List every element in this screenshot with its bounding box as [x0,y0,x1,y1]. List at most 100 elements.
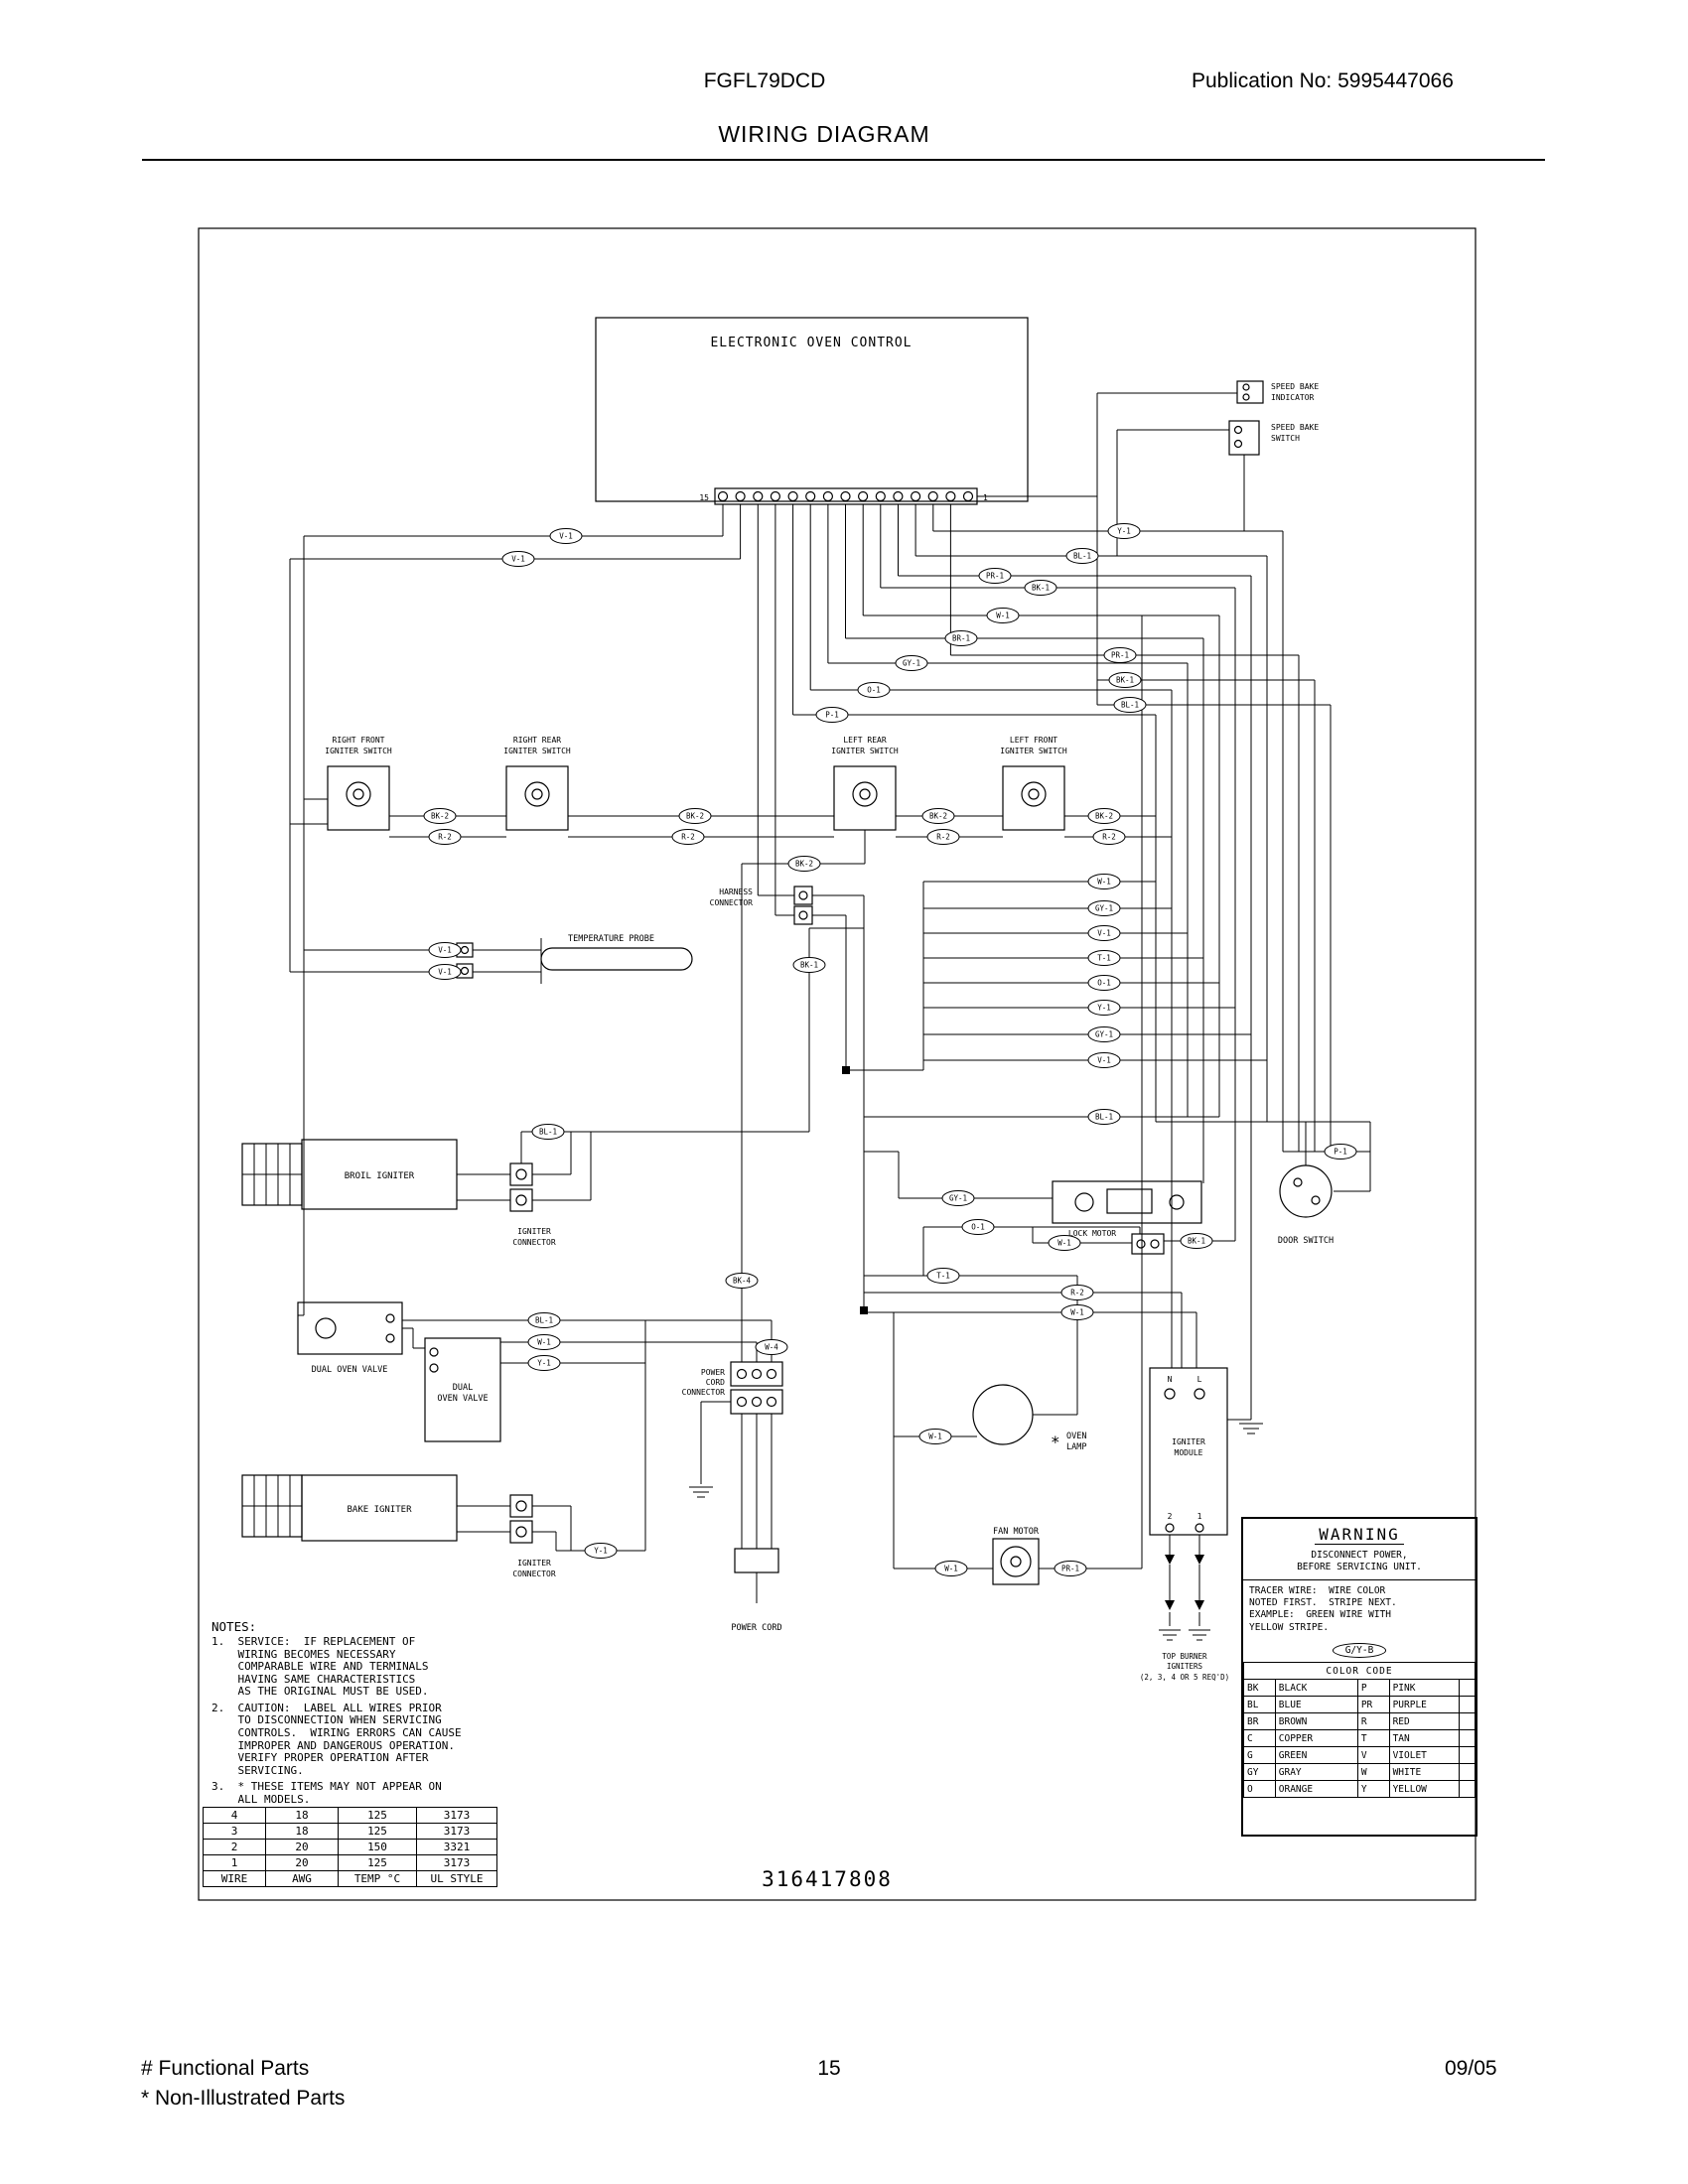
svg-text:DUAL OVEN VALVE: DUAL OVEN VALVE [312,1365,388,1375]
color-code-cell: PURPLE [1388,1696,1460,1714]
wire-label-text: BK-1 [1116,676,1134,685]
speed-bake-switch: SPEED BAKE SWITCH [1228,420,1319,456]
header-rule [142,159,1545,161]
publication-number: Publication No: 5995447066 [1192,69,1454,92]
wire-label-text: T-1 [1097,954,1111,963]
color-code-cell [1458,1763,1477,1782]
color-code-cell: BLACK [1274,1679,1358,1698]
color-code-cell: RED [1388,1712,1460,1731]
wire-junction [842,1066,850,1074]
wire-label-oval [1087,808,1121,824]
svg-text:CONNECTOR: CONNECTOR [710,898,754,907]
warning-box: WARNING DISCONNECT POWER, BEFORE SERVICI… [1241,1517,1477,1837]
wire-label-oval [1087,975,1121,991]
color-code-cell: W [1356,1763,1390,1782]
wire-label-oval [1087,900,1121,916]
footer-non-illustrated-parts: * Non-Illustrated Parts [141,2087,346,2110]
terminal-circle [805,490,816,502]
color-code-cell [1458,1679,1477,1698]
speed-bake-indicator: SPEED BAKE INDICATOR [1236,380,1319,404]
wire-label-text: BK-2 [686,812,704,821]
fan-motor: FAN MOTOR [992,1527,1040,1585]
wire-label-text: GY-1 [1095,1030,1113,1039]
wire-label-oval [1060,1304,1094,1320]
footer-date: 09/05 [1445,2057,1497,2080]
wire-table-cell: 1 [203,1854,266,1871]
svg-text:L: L [1197,1375,1202,1384]
wire-label-oval [1108,672,1142,688]
diagram-border [198,227,1477,1901]
wire-label-oval [1103,647,1137,663]
wire-label-oval [584,1543,618,1559]
wire-label-text: BK-1 [800,961,818,970]
svg-text:(2, 3, 4 OR 5 REQ'D): (2, 3, 4 OR 5 REQ'D) [1140,1673,1229,1682]
color-code-cell: Y [1356,1780,1390,1799]
wire-label-text: Y-1 [1117,527,1131,536]
page-number: 15 [817,2057,841,2080]
wire-label-oval [1087,1109,1121,1125]
wire-table-cell: 4 [203,1807,266,1824]
terminal-circle [875,490,886,502]
wire-label-text: W-1 [928,1433,942,1441]
warning-subtitle: DISCONNECT POWER, BEFORE SERVICING UNIT. [1297,1550,1422,1572]
svg-text:MODULE: MODULE [1175,1448,1203,1457]
color-code-cell: T [1356,1729,1390,1748]
wire-table-cell: AWG [265,1870,339,1887]
svg-text:POWER CORD: POWER CORD [731,1623,781,1633]
color-code-cell: V [1356,1746,1390,1765]
wire-table-cell: 3173 [416,1823,497,1840]
svg-text:LAMP: LAMP [1066,1442,1086,1452]
wire-label-oval [428,942,462,958]
note-item: 3. * THESE ITEMS MAY NOT APPEAR ON ALL M… [211,1780,442,1806]
svg-text:CONNECTOR: CONNECTOR [682,1388,726,1397]
wire-table-cell: TEMP °C [338,1870,417,1887]
svg-text:CONNECTOR: CONNECTOR [512,1238,556,1247]
svg-text:IGNITER SWITCH: IGNITER SWITCH [325,747,392,755]
door-switch: DOOR SWITCH [1278,1164,1334,1246]
terminal-1-label: 1 [983,493,988,502]
wire-label-text: P-1 [825,711,839,720]
wire-label-oval [895,655,928,671]
wire-label-text: V-1 [511,555,525,564]
lamp-asterisk: * [1051,1433,1060,1451]
wire-label-oval [1048,1235,1081,1251]
wire-label-text: W-1 [537,1338,551,1347]
lock-motor: LOCK MOTOR [1052,1180,1202,1255]
terminal-15-label: 15 [699,493,709,502]
wire-label-text: BK-4 [733,1277,752,1286]
terminal-circle [945,490,956,502]
left-front-igniter-switch: LEFT FRONT IGNITER SWITCH [1000,736,1067,831]
wire-label-text: R-2 [438,833,452,842]
svg-text:POWER: POWER [701,1368,725,1377]
notes-title: NOTES: [211,1619,257,1634]
svg-text:IGNITER SWITCH: IGNITER SWITCH [503,747,571,755]
wire-label-text: T-1 [936,1272,950,1281]
wire-label-oval [1065,548,1099,564]
svg-text:SPEED BAKE: SPEED BAKE [1271,423,1319,432]
wire-label-layer: V-1V-1Y-1BL-1PR-1BK-1W-1BR-1GY-1O-1P-1PR… [423,523,1357,1576]
wire-label-text: O-1 [1097,979,1111,988]
wire-label-oval [921,808,955,824]
svg-text:LEFT REAR: LEFT REAR [843,736,887,745]
eoc-label: ELECTRONIC OVEN CONTROL [710,336,912,350]
igniter-module: N L IGNITER MODULE 2 1 [1149,1367,1228,1536]
svg-text:1: 1 [1197,1512,1202,1521]
wire-table-cell: 3173 [416,1854,497,1871]
wire-label-oval [787,856,821,872]
color-code-cell: BK [1243,1679,1276,1698]
svg-text:BAKE IGNITER: BAKE IGNITER [347,1505,412,1515]
terminal-circle [753,490,764,502]
wire-label-oval [1087,1000,1121,1016]
color-code-cell: BLUE [1274,1696,1358,1714]
wire-label-text: R-2 [936,833,950,842]
wire-label-text: W-1 [1057,1239,1071,1248]
temperature-probe: TEMPERATURE PROBE [456,934,693,979]
